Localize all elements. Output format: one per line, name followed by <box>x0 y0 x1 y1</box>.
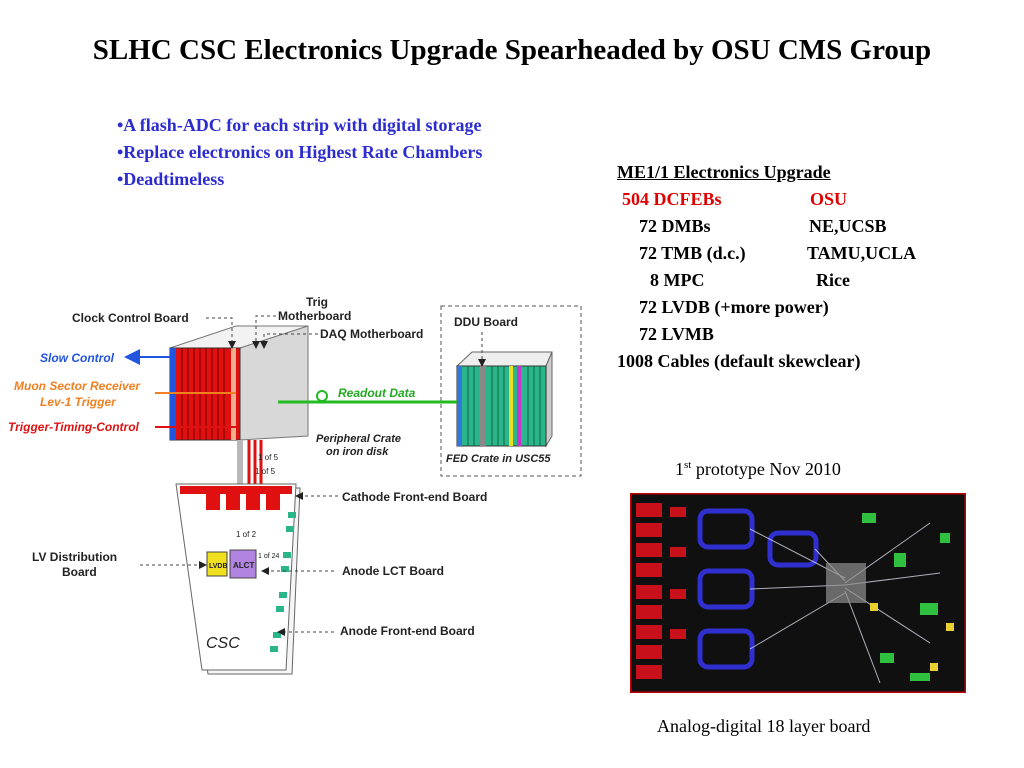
one-of-five-label-2: 1 of 5 <box>255 467 276 476</box>
lv-dist-label-2: Board <box>62 565 97 579</box>
trig-mb-label: Trig <box>306 295 328 309</box>
prototype-caption: 1st prototype Nov 2010 <box>675 459 841 479</box>
upgrade-item: 504 DCFEBs <box>622 189 722 209</box>
lvdb-label: LVDB <box>209 563 228 570</box>
cathode-feb-label: Cathode Front-end Board <box>342 490 487 504</box>
board-caption: Analog-digital 18 layer board <box>657 716 871 736</box>
upgrade-header: ME1/1 Electronics Upgrade <box>617 162 831 182</box>
fed-crate-label: FED Crate in USC55 <box>446 453 551 465</box>
ddu-crate <box>455 351 553 448</box>
bullet-item: •A flash-ADC for each strip with digital… <box>117 115 482 135</box>
cables-line: 1008 Cables (default skewclear) <box>617 351 861 371</box>
readout-connector <box>316 390 328 402</box>
peripheral-crate <box>169 325 309 441</box>
pcb-board-photo <box>630 493 966 693</box>
muon-sector-label: Muon Sector Receiver <box>14 379 141 393</box>
peripheral-crate-label: Peripheral Crate <box>316 433 401 445</box>
alct-label: ALCT <box>233 561 254 570</box>
alct-box <box>229 549 257 579</box>
upgrade-item: 8 MPC <box>650 270 705 290</box>
upgrade-institution: OSU <box>810 189 848 209</box>
lv-dist-label: LV Distribution <box>32 550 117 564</box>
upgrade-item: 72 DMBs <box>639 216 711 236</box>
bullet-item: •Replace electronics on Highest Rate Cha… <box>117 142 483 162</box>
upgrade-item: 72 LVMB <box>639 324 714 344</box>
csc-electronics-diagram: Readout Data Slow Control Muon Sector Re… <box>8 295 582 675</box>
daq-mb-label: DAQ Motherboard <box>320 327 423 341</box>
peripheral-crate-label-2: on iron disk <box>326 446 389 458</box>
upgrade-institution: NE,UCSB <box>809 216 887 236</box>
bullet-list: •A flash-ADC for each strip with digital… <box>117 112 482 193</box>
anode-lct-label: Anode LCT Board <box>342 564 444 578</box>
readout-label: Readout Data <box>338 386 416 400</box>
trig-mb-label-2: Motherboard <box>278 309 351 323</box>
bullet-item: •Deadtimeless <box>117 169 225 189</box>
upgrade-institution: Rice <box>816 270 850 290</box>
one-of-two-label: 1 of 2 <box>236 530 257 539</box>
anode-feb-label: Anode Front-end Board <box>340 624 475 638</box>
ttc-label: Trigger-Timing-Control <box>8 420 140 434</box>
upgrade-item: 72 TMB (d.c.) <box>639 243 746 263</box>
muon-sector-label-2: Lev-1 Trigger <box>40 395 117 409</box>
slow-control-label: Slow Control <box>40 351 115 365</box>
ddu-board-label: DDU Board <box>454 315 518 329</box>
upgrade-item: 72 LVDB (+more power) <box>639 297 829 317</box>
one-of-five-label: 1 of 5 <box>258 453 279 462</box>
slide-title: SLHC CSC Electronics Upgrade Spearheaded… <box>92 34 932 66</box>
clock-control-label: Clock Control Board <box>72 311 189 325</box>
upgrade-institution: TAMU,UCLA <box>807 243 917 263</box>
one-of-24-label: 1 of 24 <box>258 553 280 560</box>
lvdb-box <box>206 551 228 577</box>
csc-label: CSC <box>206 635 240 652</box>
fed-crate-frame <box>440 305 582 477</box>
